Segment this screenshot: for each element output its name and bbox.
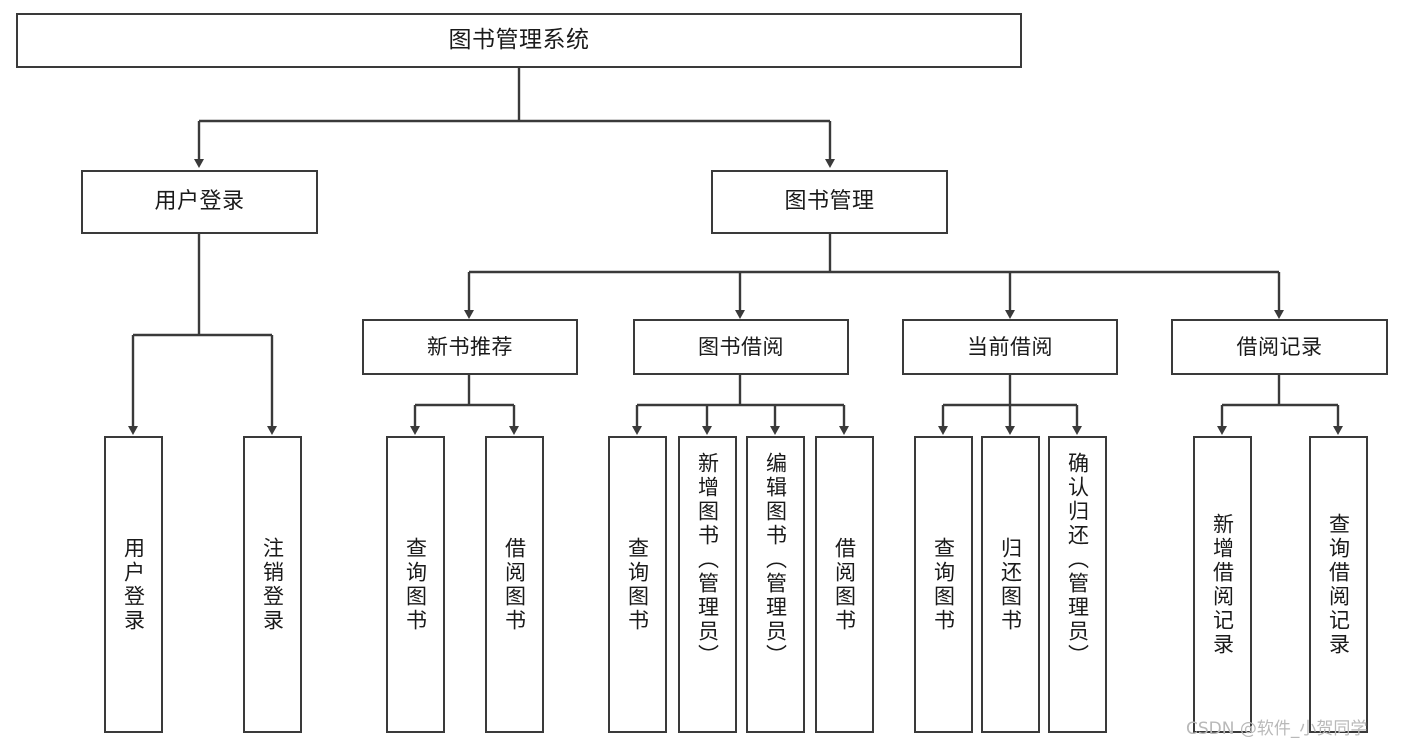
node-leaf-book-borrow-edit[interactable]: 编辑图书（管理员） xyxy=(746,436,805,733)
node-leaf-current-borrow-query[interactable]: 查询图书 xyxy=(914,436,973,733)
node-label: 查询图书 xyxy=(403,536,428,633)
node-label: 图书管理系统 xyxy=(448,26,590,53)
node-label: 归还图书 xyxy=(998,536,1023,633)
node-leaf-user-login-login[interactable]: 用户登录 xyxy=(104,436,163,733)
node-current-borrow[interactable]: 当前借阅 xyxy=(902,319,1118,375)
node-label: 图书管理 xyxy=(784,189,875,215)
node-leaf-book-borrow-add[interactable]: 新增图书（管理员） xyxy=(678,436,737,733)
node-user-login[interactable]: 用户登录 xyxy=(81,170,318,234)
node-leaf-new-book-borrow[interactable]: 借阅图书 xyxy=(485,436,544,733)
node-label: 编辑图书（管理员） xyxy=(763,452,788,668)
node-root-library-system[interactable]: 图书管理系统 xyxy=(16,13,1022,68)
node-book-management[interactable]: 图书管理 xyxy=(711,170,948,234)
node-label: 新增图书（管理员） xyxy=(695,452,720,668)
node-label: 用户登录 xyxy=(154,189,245,215)
node-label: 借阅图书 xyxy=(832,536,857,633)
node-leaf-current-borrow-confirm-return[interactable]: 确认归还（管理员） xyxy=(1048,436,1107,733)
node-leaf-new-book-query[interactable]: 查询图书 xyxy=(386,436,445,733)
node-leaf-book-borrow-borrow[interactable]: 借阅图书 xyxy=(815,436,874,733)
node-new-book-recommend[interactable]: 新书推荐 xyxy=(362,319,578,375)
node-label: 注销登录 xyxy=(260,536,285,633)
node-label: 借阅记录 xyxy=(1236,334,1323,359)
node-borrow-record[interactable]: 借阅记录 xyxy=(1171,319,1388,375)
node-label: 新增借阅记录 xyxy=(1210,512,1235,657)
node-leaf-book-borrow-query[interactable]: 查询图书 xyxy=(608,436,667,733)
node-label: 查询借阅记录 xyxy=(1326,512,1351,657)
node-label: 当前借阅 xyxy=(967,334,1053,359)
node-label: 借阅图书 xyxy=(502,536,527,633)
node-label: 用户登录 xyxy=(121,536,146,633)
node-label: 查询图书 xyxy=(931,536,956,633)
node-leaf-borrow-record-query[interactable]: 查询借阅记录 xyxy=(1309,436,1368,733)
csdn-watermark: CSDN @软件_小贺同学 xyxy=(1186,719,1368,739)
node-leaf-borrow-record-add[interactable]: 新增借阅记录 xyxy=(1193,436,1252,733)
node-leaf-user-login-logout[interactable]: 注销登录 xyxy=(243,436,302,733)
node-label: 确认归还（管理员） xyxy=(1065,452,1090,668)
node-leaf-current-borrow-return[interactable]: 归还图书 xyxy=(981,436,1040,733)
node-label: 查询图书 xyxy=(625,536,650,633)
node-label: 图书借阅 xyxy=(698,334,784,359)
node-book-borrow[interactable]: 图书借阅 xyxy=(633,319,849,375)
node-label: 新书推荐 xyxy=(427,334,513,359)
